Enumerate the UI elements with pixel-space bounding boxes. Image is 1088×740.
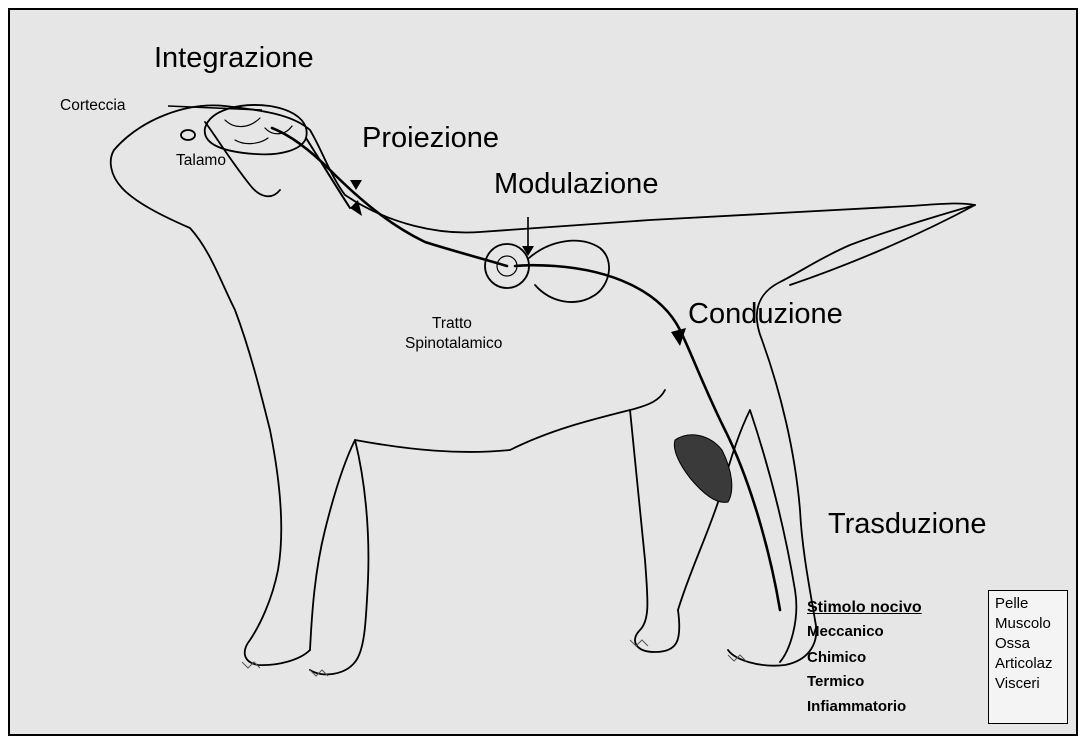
dog-front-leg-back (310, 440, 368, 674)
dog-tail-underside (790, 205, 975, 285)
label-integrazione: Integrazione (154, 44, 314, 73)
dog-front-leg-near (355, 440, 510, 452)
diagram-frame: Integrazione Corteccia Talamo Proiezione… (8, 8, 1078, 736)
stimulus-item: Infiammatorio (807, 699, 906, 714)
stimulus-item: Meccanico (807, 624, 884, 639)
label-talamo: Talamo (176, 153, 226, 169)
stimulus-item: Chimico (807, 650, 866, 665)
label-corteccia: Corteccia (60, 98, 125, 114)
dog-pain-pathway-illustration (10, 10, 1078, 736)
pathway-return (306, 138, 350, 208)
arrow-upward (350, 180, 362, 190)
tissue-item: Ossa (995, 634, 1067, 654)
label-trasduzione: Trasduzione (828, 510, 987, 539)
stimulus-item: Termico (807, 674, 864, 689)
label-tratto: Tratto (432, 316, 472, 332)
stimulus-heading: Stimolo nocivo (807, 600, 922, 616)
dog-belly (510, 390, 665, 450)
arrow-projection (350, 200, 362, 216)
dog-muzzle-chest (111, 150, 310, 665)
brain (205, 105, 307, 154)
tissue-item: Muscolo (995, 614, 1067, 634)
tissue-item: Articolaz (995, 654, 1067, 674)
label-conduzione: Conduzione (688, 300, 843, 329)
label-spinotalamico: Spinotalamico (405, 336, 502, 352)
label-proiezione: Proiezione (362, 124, 499, 153)
tissue-item: Visceri (995, 674, 1067, 694)
muscle (674, 435, 731, 503)
tissue-item: Pelle (995, 594, 1067, 614)
dog-eye (181, 130, 195, 140)
tissue-list-box: Pelle Muscolo Ossa Articolaz Visceri (988, 590, 1068, 724)
dog-hind-leg-far (630, 410, 679, 652)
label-modulazione: Modulazione (494, 170, 658, 199)
